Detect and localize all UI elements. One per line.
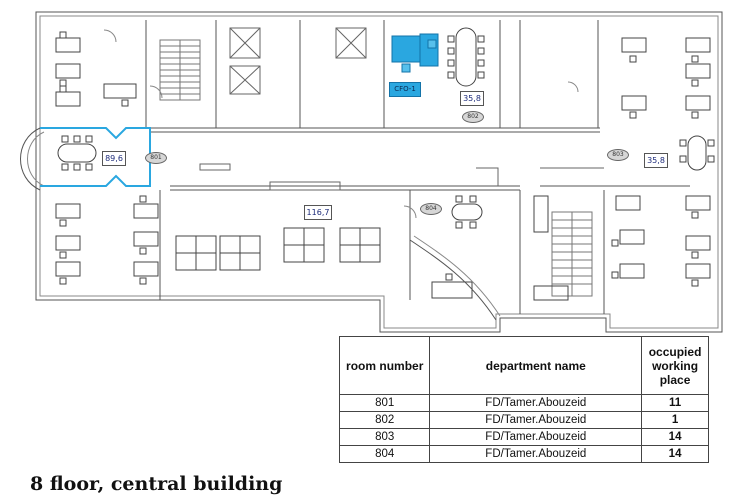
header-department-name: department name	[429, 336, 643, 395]
outer-wall-inner	[39, 15, 719, 329]
table-row: 801 FD/Tamer.Abouzeid 11	[338, 394, 709, 412]
places-cell: 11	[641, 394, 709, 412]
table-row: 802 FD/Tamer.Abouzeid 1	[338, 411, 709, 429]
department-cell: FD/Tamer.Abouzeid	[429, 445, 643, 463]
places-cell: 14	[641, 428, 709, 446]
room-tag-804: 804	[420, 203, 442, 215]
department-cell: FD/Tamer.Abouzeid	[429, 394, 643, 412]
table-row: 804 FD/Tamer.Abouzeid 14	[338, 445, 709, 463]
cfo-workplace	[391, 33, 439, 73]
room-number-cell: 801	[338, 394, 431, 412]
room-tag-801: 801	[145, 152, 167, 164]
places-cell: 1	[641, 411, 709, 429]
outer-wall	[35, 11, 723, 333]
room-number-cell: 803	[338, 428, 431, 446]
page-caption: 8 floor, central building	[30, 473, 283, 495]
places-cell: 14	[641, 445, 709, 463]
table-row: 803 FD/Tamer.Abouzeid 14	[338, 428, 709, 446]
workstations	[55, 31, 711, 301]
department-cell: FD/Tamer.Abouzeid	[429, 411, 643, 429]
room-number-cell: 802	[338, 411, 431, 429]
west-bay	[20, 127, 41, 191]
room-tag-803: 803	[607, 149, 629, 161]
room-number-cell: 804	[338, 445, 431, 463]
area-label-802: 35,8	[460, 91, 484, 106]
area-label-804: 116,7	[304, 205, 332, 220]
core-west	[145, 20, 599, 128]
department-cell: FD/Tamer.Abouzeid	[429, 428, 643, 446]
elevators	[229, 27, 367, 95]
occupancy-table: room number department name occupied wor…	[338, 336, 709, 463]
meeting-table-804	[451, 195, 483, 229]
door-swings	[103, 29, 579, 219]
corridor-wall-top	[150, 127, 600, 133]
corridor-wall-bottom	[170, 185, 690, 191]
curved-partition	[409, 239, 497, 321]
meeting-table-east	[679, 135, 715, 171]
stairs-west	[159, 39, 201, 101]
room-tag-802: 802	[462, 111, 484, 123]
meeting-table	[447, 27, 485, 87]
area-label-801: 89,6	[102, 151, 126, 166]
room-divider-south	[159, 190, 605, 314]
stairs-east	[551, 211, 593, 297]
header-occupied-working-place: occupied working place	[641, 336, 709, 395]
area-label-803: 35,8	[644, 153, 668, 168]
meeting-table-west	[57, 135, 97, 171]
corridor-partitions	[199, 163, 604, 191]
workplace-label-cfo: CFO-1	[389, 82, 421, 97]
header-room-number: room number	[338, 336, 431, 395]
